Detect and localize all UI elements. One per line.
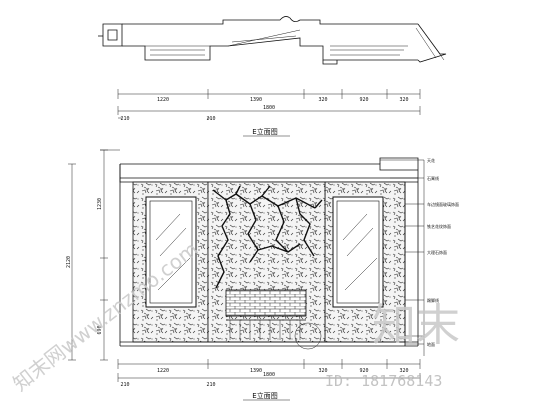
watermark-id: ID: 181768143	[325, 372, 442, 390]
elevation-dimensions: 1220 1390 320 920 320 1800 210 210 2120 …	[66, 198, 409, 388]
plan-dim-2: 1390	[250, 97, 262, 103]
note-marble: 大理石饰面	[427, 249, 447, 255]
elev-dim-left-part-2: 690	[97, 325, 103, 334]
plan-dim-small-mid: 210	[206, 116, 215, 122]
plan-title: E立面图	[252, 127, 277, 136]
note-skirting: 踢脚线	[427, 297, 439, 303]
elev-dim-3: 320	[318, 368, 327, 374]
elev-dim-4: 920	[359, 368, 368, 374]
plan-dim-small-left: 210	[120, 116, 129, 122]
elev-dim-left-part-1: 1230	[97, 198, 103, 210]
elev-dim-5: 320	[399, 368, 408, 374]
note-gypsum: 石膏线	[427, 175, 439, 181]
plan-dim-total: 1800	[263, 105, 275, 111]
elevation-view	[68, 149, 425, 382]
elev-dim-2: 1390	[250, 368, 262, 374]
plan-view	[98, 16, 447, 119]
plan-dim-3: 320	[318, 97, 327, 103]
watermark-brand: 知末	[372, 300, 460, 351]
note-floor: 地面	[427, 341, 435, 347]
elev-dim-total: 1800	[263, 372, 275, 378]
plan-dim-5: 320	[399, 97, 408, 103]
note-ceiling: 天花	[427, 157, 435, 163]
elev-dim-small-left: 210	[120, 382, 129, 388]
plan-dimensions: 1220 1390 320 920 320 1800 210 210	[120, 97, 408, 122]
note-iron: 铁艺花纹饰面	[427, 223, 451, 229]
elevation-title: E立面图	[252, 391, 277, 400]
elevation-notes: 天花 石膏线 车边镜面玻璃饰面 铁艺花纹饰面 大理石饰面 踢脚线 地面	[427, 157, 459, 347]
elev-dim-1: 1220	[157, 368, 169, 374]
elev-dim-small-mid: 210	[206, 382, 215, 388]
plan-dim-4: 920	[359, 97, 368, 103]
note-mirror: 车边镜面玻璃饰面	[427, 201, 459, 207]
plan-dim-1: 1220	[157, 97, 169, 103]
elev-dim-left-total: 2120	[66, 256, 72, 268]
